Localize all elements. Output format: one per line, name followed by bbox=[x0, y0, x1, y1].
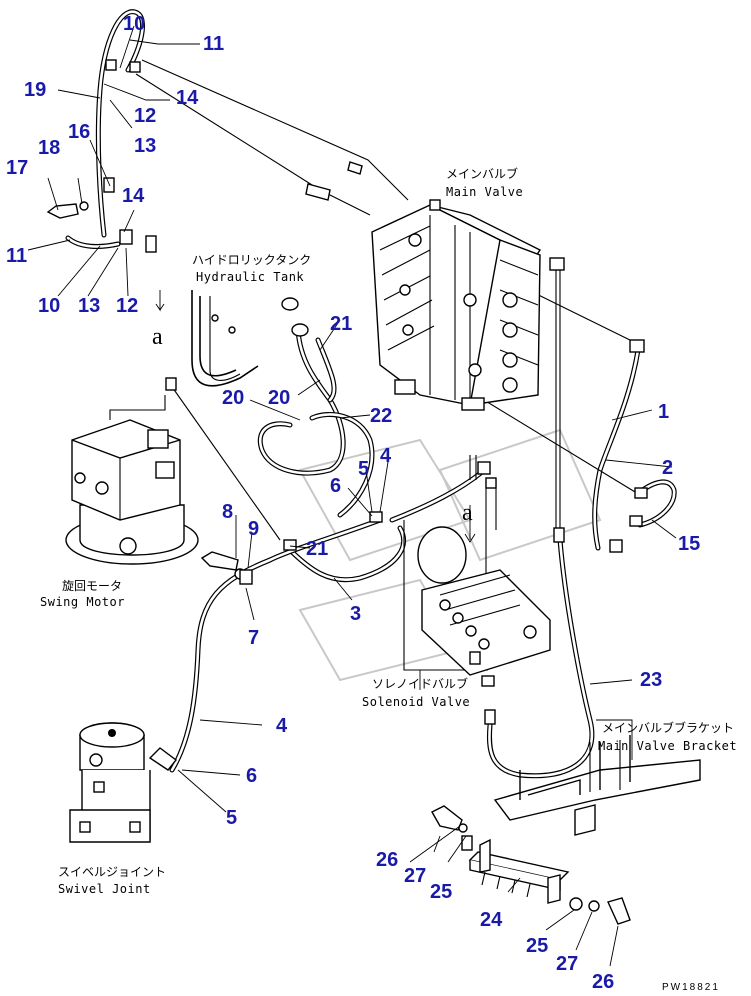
hydraulic-tank-label-jp: ハイドロリックタンク bbox=[192, 253, 311, 267]
callout-11-left: 11 bbox=[6, 245, 27, 267]
callout-7: 7 bbox=[248, 627, 259, 649]
drawing-code: PW18821 bbox=[662, 982, 720, 993]
captions: メインバルブ Main Valve ハイドロリックタンク Hydraulic T… bbox=[40, 166, 737, 993]
callout-6-top: 6 bbox=[330, 475, 341, 497]
main-valve-bracket-label-en: Main Valve Bracket bbox=[598, 739, 737, 753]
callout-10-left: 10 bbox=[38, 295, 60, 317]
callout-14-mid: 14 bbox=[122, 185, 145, 207]
swivel-joint-label-en: Swivel Joint bbox=[58, 882, 151, 896]
callout-5-top: 5 bbox=[358, 458, 369, 480]
swing-motor-label-en: Swing Motor bbox=[40, 595, 125, 609]
callout-8: 8 bbox=[222, 501, 233, 523]
solenoid-valve-label-en: Solenoid Valve bbox=[362, 695, 470, 709]
callout-19: 19 bbox=[24, 79, 46, 101]
callout-25-top: 25 bbox=[430, 881, 452, 903]
callout-1: 1 bbox=[658, 401, 669, 423]
callout-5-bottom: 5 bbox=[226, 807, 237, 829]
routing-lines bbox=[109, 59, 641, 671]
callout-20-left: 20 bbox=[222, 387, 244, 409]
callout-9: 9 bbox=[248, 518, 259, 540]
callout-22: 22 bbox=[370, 405, 392, 427]
main-valve-label-en: Main Valve bbox=[446, 185, 523, 199]
main-valve-label-jp: メインバルブ bbox=[446, 166, 518, 181]
callout-20-right: 20 bbox=[268, 387, 290, 409]
callout-13-top: 13 bbox=[134, 135, 156, 157]
swing-motor-label-jp: 旋回モータ bbox=[62, 579, 122, 593]
callout-6-bottom: 6 bbox=[246, 765, 257, 787]
callout-3: 3 bbox=[350, 603, 361, 625]
callout-10-top: 10 bbox=[123, 13, 145, 35]
callout-25-bottom: 25 bbox=[526, 935, 548, 957]
callout-11-top: 11 bbox=[203, 33, 224, 55]
bracket-24 bbox=[468, 838, 570, 904]
hydraulic-tank bbox=[209, 296, 309, 381]
swivel-joint bbox=[69, 722, 177, 843]
swing-motor bbox=[65, 419, 199, 565]
callout-12-left: 12 bbox=[116, 295, 138, 317]
callout-14-top: 14 bbox=[176, 87, 199, 109]
main-valve-bracket bbox=[493, 735, 701, 836]
callout-21-top: 21 bbox=[330, 313, 352, 335]
main-valve-bracket-label-jp: メインバルブブラケット bbox=[602, 720, 734, 735]
leader-lines bbox=[27, 25, 677, 967]
callout-21-bottom: 21 bbox=[306, 538, 328, 560]
view-marker-a-upper: a bbox=[152, 324, 163, 350]
callout-18: 18 bbox=[38, 137, 60, 159]
callout-2: 2 bbox=[662, 457, 673, 479]
fasteners bbox=[46, 59, 648, 925]
callout-23: 23 bbox=[640, 669, 662, 691]
callout-4-top: 4 bbox=[380, 445, 392, 467]
swivel-joint-label-jp: スイベルジョイント bbox=[58, 865, 166, 879]
callout-15: 15 bbox=[678, 533, 700, 555]
part-number-callouts: 10 11 19 14 12 16 13 18 17 14 11 10 13 1… bbox=[6, 13, 700, 993]
callout-26-top: 26 bbox=[376, 849, 398, 871]
callout-13-left: 13 bbox=[78, 295, 100, 317]
callout-26-bottom: 26 bbox=[592, 971, 614, 993]
callout-24: 24 bbox=[480, 909, 503, 931]
main-valve bbox=[371, 199, 542, 411]
callout-27-top: 27 bbox=[404, 865, 426, 887]
hydraulic-tank-label-en: Hydraulic Tank bbox=[196, 270, 304, 284]
hoses bbox=[65, 9, 677, 779]
view-marker-a-lower: a bbox=[462, 500, 473, 526]
callout-16: 16 bbox=[68, 121, 90, 143]
callout-4-bottom: 4 bbox=[276, 715, 288, 737]
callout-27-bottom: 27 bbox=[556, 953, 578, 975]
solenoid-valve bbox=[417, 526, 551, 725]
callout-12-top: 12 bbox=[134, 105, 156, 127]
callout-17: 17 bbox=[6, 157, 28, 179]
solenoid-valve-label-jp: ソレノイドバルブ bbox=[372, 676, 468, 691]
